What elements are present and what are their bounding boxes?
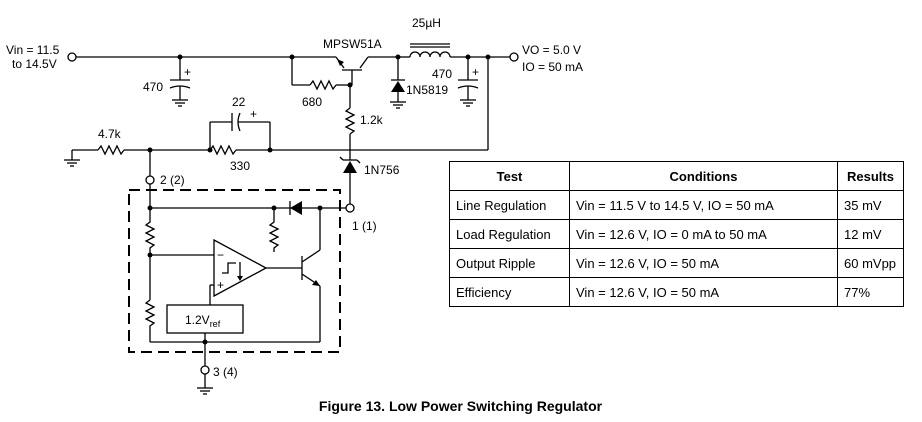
- ic-internals: [144, 201, 346, 395]
- cell-result: 60 mVpp: [837, 248, 904, 278]
- table-row: Load Regulation Vin = 12.6 V, IO = 0 mA …: [449, 219, 904, 249]
- results-table: Test Conditions Results Line Regulation …: [449, 161, 904, 307]
- comp-plus: +: [217, 278, 224, 292]
- figure-caption-text: Figure 13. Low Power Switching Regulator: [318, 398, 603, 414]
- cell-test: Efficiency: [449, 277, 570, 307]
- cap-out-label: 470: [432, 67, 452, 81]
- vo-label: VO = 5.0 V: [522, 43, 581, 57]
- io-label: IO = 50 mA: [522, 60, 583, 74]
- cell-conditions: Vin = 12.6 V, IO = 50 mA: [569, 277, 838, 307]
- cell-result: 12 mV: [837, 219, 904, 249]
- res-12k-label: 1.2k: [360, 113, 384, 127]
- inductor-label: 25µH: [412, 16, 441, 30]
- comp-minus: −: [217, 248, 224, 262]
- pin3-terminal: [200, 365, 210, 375]
- pin1-terminal: [345, 203, 355, 213]
- header-results: Results: [837, 161, 904, 191]
- cap-in-plus: +: [184, 65, 191, 79]
- cap-fb-plus: +: [250, 107, 257, 121]
- header-test: Test: [449, 161, 570, 191]
- feedback-network: [64, 57, 489, 167]
- table-header-row: Test Conditions Results: [449, 161, 904, 191]
- cell-result: 77%: [837, 277, 904, 307]
- cell-test: Line Regulation: [449, 190, 570, 220]
- resistor-1-2k: [344, 85, 356, 160]
- table-row: Efficiency Vin = 12.6 V, IO = 50 mA 77%: [449, 277, 904, 307]
- res-base-label: 680: [302, 95, 322, 109]
- input-capacitor: [169, 57, 191, 107]
- cell-test: Load Regulation: [449, 219, 570, 249]
- cap-fb-label: 22: [232, 95, 246, 109]
- comparator: [213, 238, 268, 298]
- zener-diode: [339, 156, 361, 213]
- vin-label-line2: to 14.5V: [12, 57, 57, 71]
- figure-caption: Figure 13. Low Power Switching Regulator: [0, 398, 922, 414]
- cap-out-plus: +: [472, 65, 479, 79]
- table-row: Output Ripple Vin = 12.6 V, IO = 50 mA 6…: [449, 248, 904, 278]
- cell-result: 35 mV: [837, 190, 904, 220]
- output-capacitor: [457, 57, 479, 107]
- res-47k-label: 4.7k: [98, 127, 122, 141]
- table-row: Line Regulation Vin = 11.5 V to 14.5 V, …: [449, 190, 904, 220]
- pin1-label: 1 (1): [352, 219, 377, 233]
- base-resistor: [291, 57, 353, 91]
- vout-terminal: [509, 52, 519, 62]
- inductor: [398, 43, 519, 62]
- transistor-label: MPSW51A: [323, 37, 382, 51]
- cell-conditions: Vin = 11.5 V to 14.5 V, IO = 50 mA: [569, 190, 838, 220]
- cell-test: Output Ripple: [449, 248, 570, 278]
- diode-label: 1N5819: [406, 83, 448, 97]
- cap-in-label: 470: [143, 80, 163, 94]
- vin-terminal: [67, 52, 77, 62]
- ic-boundary: [128, 189, 341, 353]
- pin2-label: 2 (2): [160, 173, 185, 187]
- vin-label: Vin = 11.5: [6, 43, 60, 57]
- header-conditions: Conditions: [569, 161, 838, 191]
- ref-label: 1.2Vref: [185, 313, 221, 329]
- input-rail: [67, 52, 295, 62]
- cell-conditions: Vin = 12.6 V, IO = 50 mA: [569, 248, 838, 278]
- pin3-label: 3 (4): [213, 365, 238, 379]
- cell-conditions: Vin = 12.6 V, IO = 0 mA to 50 mA: [569, 219, 838, 249]
- schottky-diode: [390, 57, 406, 109]
- pin2: [145, 150, 155, 208]
- pnp-transistor: [292, 54, 401, 85]
- pin2-terminal: [145, 175, 155, 185]
- zener-label: 1N756: [364, 163, 400, 177]
- res-330-label: 330: [230, 159, 250, 173]
- bypass-capacitor: [209, 112, 271, 150]
